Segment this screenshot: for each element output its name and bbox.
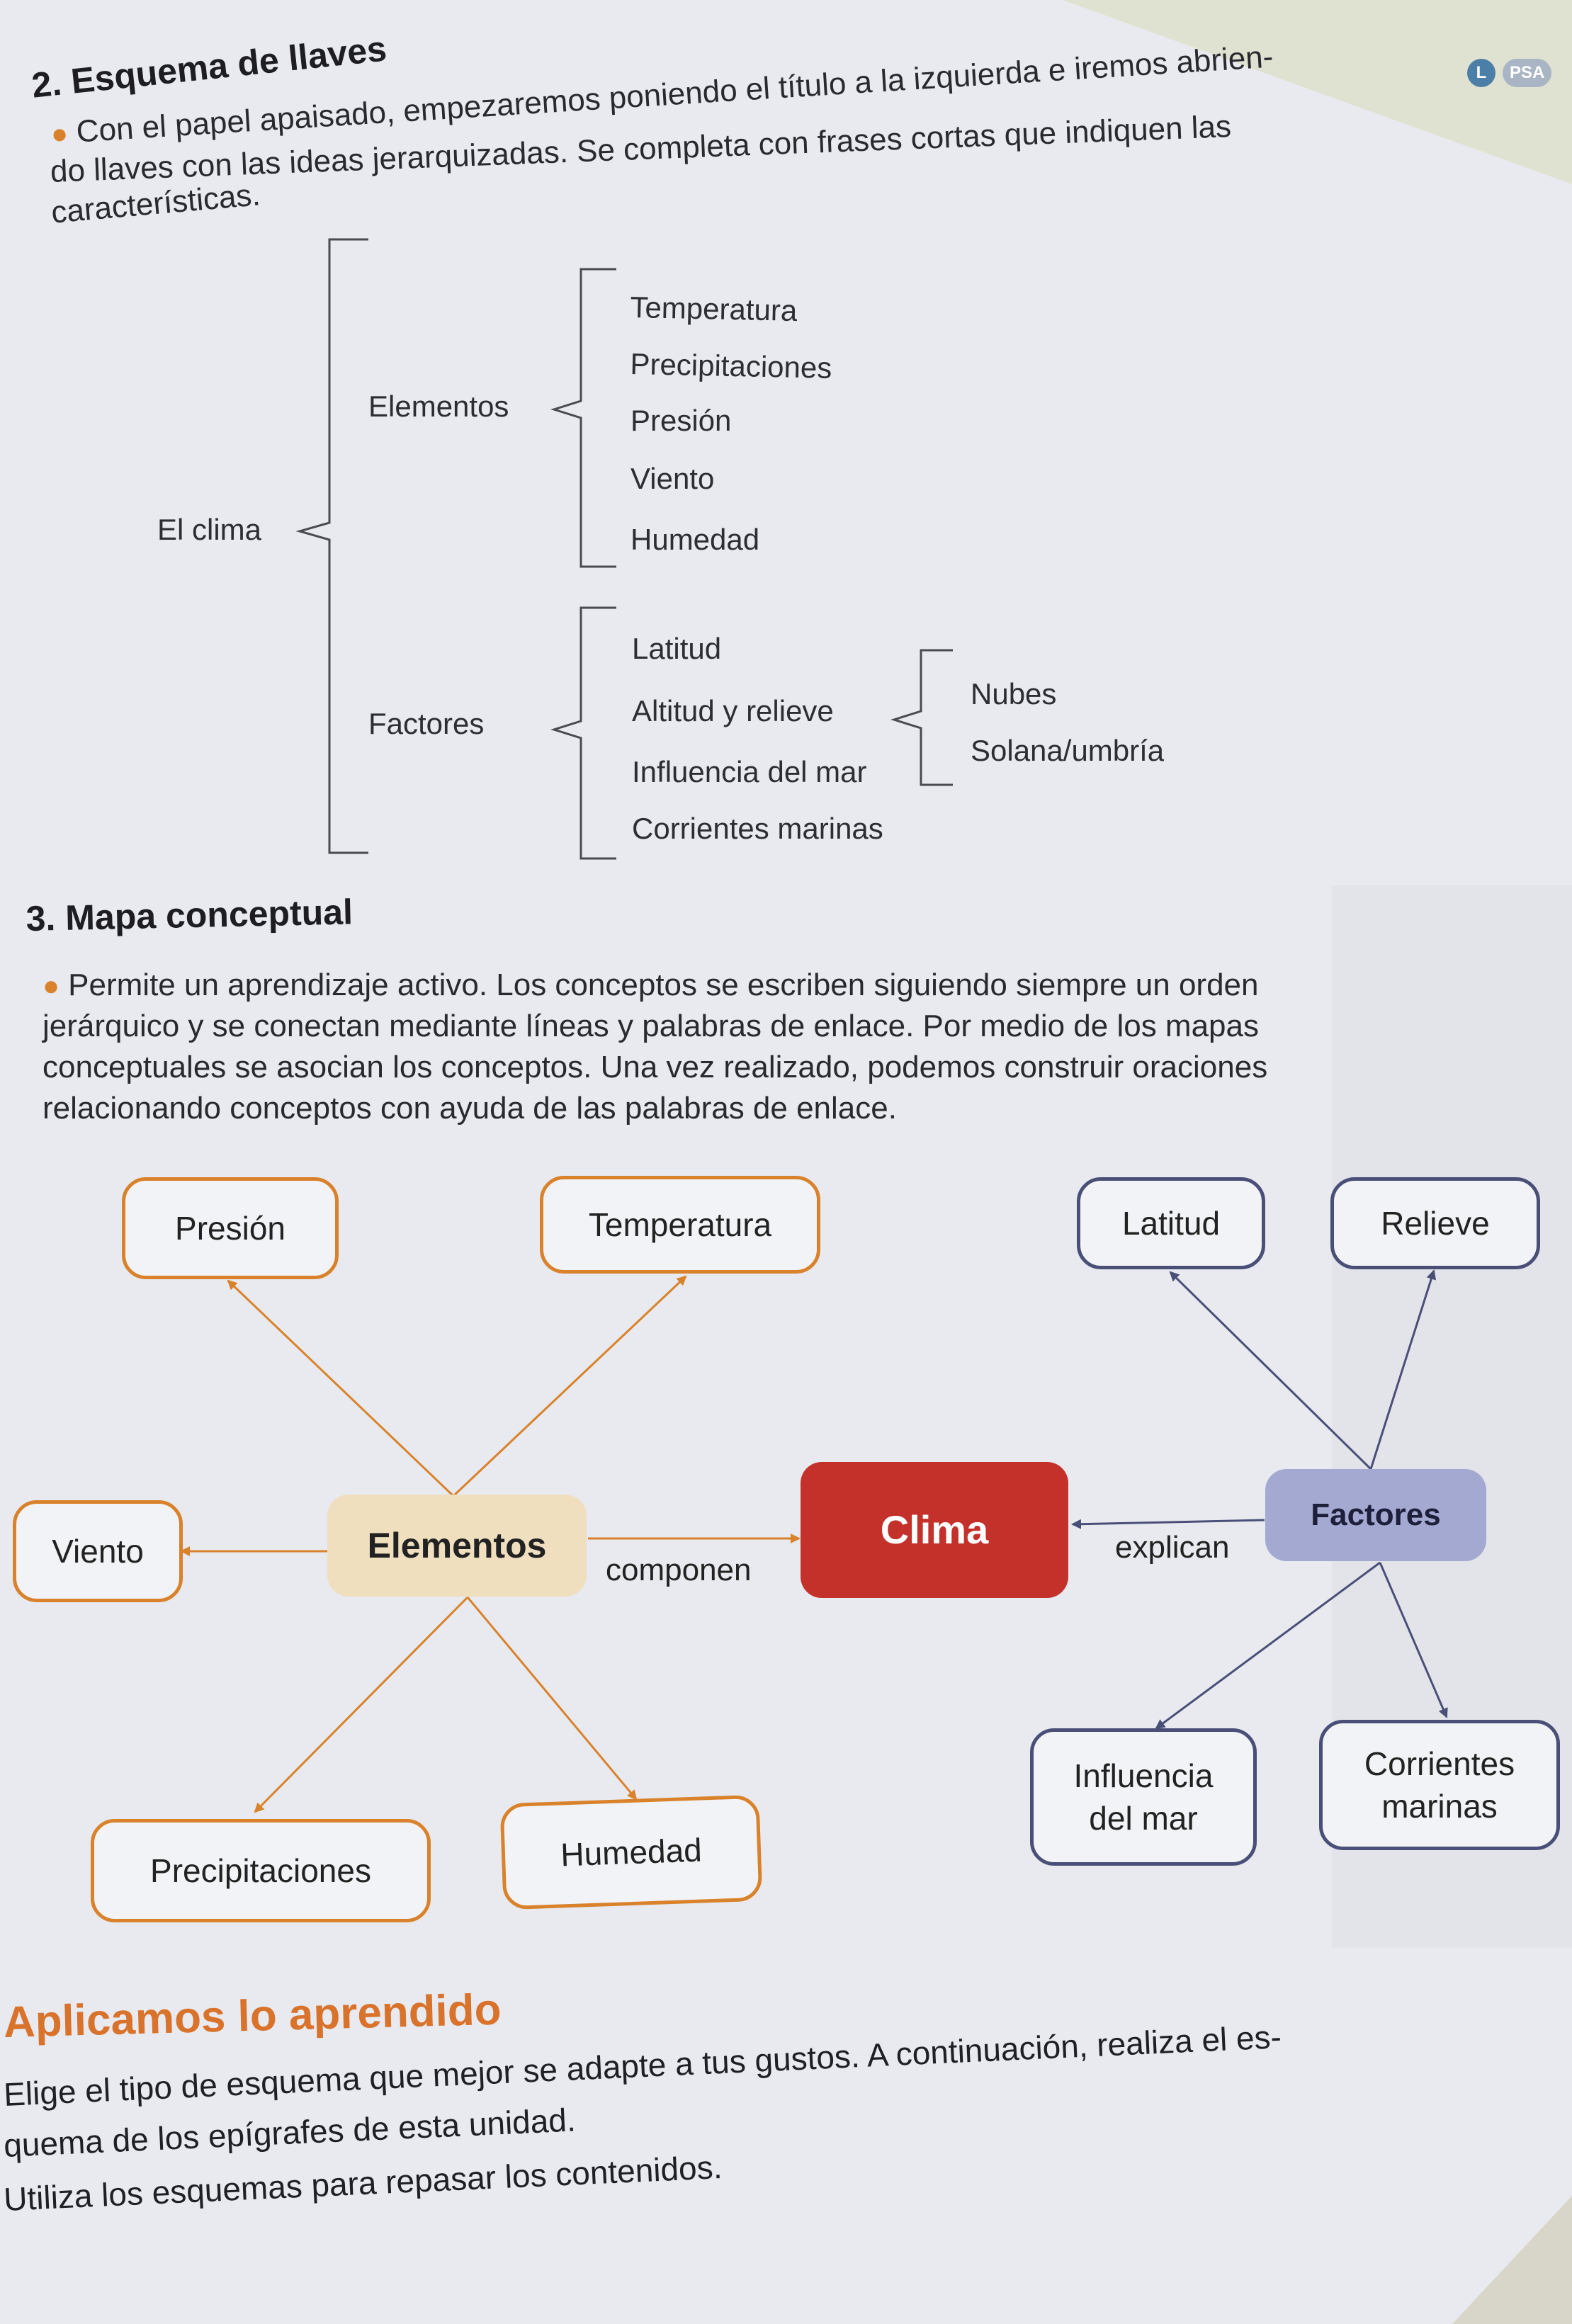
brace-root-label: El clima xyxy=(157,513,262,546)
concept-node-latitud: Latitud xyxy=(1077,1177,1265,1269)
brace-item-altitud: Altitud y relieve xyxy=(632,694,834,727)
brace-item-influencia: Influencia del mar xyxy=(632,755,867,788)
concept-node-corrientes: Corrientes marinas xyxy=(1319,1720,1560,1850)
brace-item-corrientes: Corrientes marinas xyxy=(632,812,883,845)
section-3-line-4: relacionando conceptos con ayuda de las … xyxy=(43,1091,897,1126)
concept-node-relieve: Relieve xyxy=(1330,1177,1540,1269)
concept-node-presion: Presión xyxy=(122,1177,339,1279)
section-3-title: Mapa conceptual xyxy=(64,892,354,938)
bullet-icon: ● xyxy=(43,970,60,1002)
link-label-explican: explican xyxy=(1115,1530,1230,1565)
section-3-heading: 3.Mapa conceptual xyxy=(26,891,353,939)
brace-item-latitud: Latitud xyxy=(632,632,722,665)
concept-node-corrientes-line-2: marinas xyxy=(1381,1788,1498,1825)
concept-node-influencia-line-1: Influencia xyxy=(1073,1757,1214,1794)
concept-node-clima: Clima xyxy=(801,1462,1068,1598)
brace-item-temperatura: Temperatura xyxy=(630,290,798,327)
section-3-number: 3. xyxy=(26,898,56,939)
brace-item-presion: Presión xyxy=(631,404,732,437)
concept-node-viento: Viento xyxy=(13,1500,183,1602)
badge-text: PSA xyxy=(1503,59,1552,87)
section-3-line-3: conceptuales se asocian los conceptos. U… xyxy=(43,1050,1268,1084)
brace-branch-elementos: Elementos xyxy=(368,390,509,423)
concept-node-influencia: Influencia del mar xyxy=(1030,1728,1257,1866)
concept-node-temperatura: Temperatura xyxy=(540,1176,820,1274)
brace-item-humedad: Humedad xyxy=(631,523,760,556)
concept-node-factores: Factores xyxy=(1265,1469,1486,1561)
link-label-componen: componen xyxy=(606,1553,752,1587)
unit-badge: L PSA xyxy=(1467,55,1566,91)
brace-item-precipitaciones: Precipitaciones xyxy=(630,347,832,385)
concept-node-precipitaciones: Precipitaciones xyxy=(91,1819,431,1922)
concept-map-connectors xyxy=(180,1269,1448,1813)
section-3-line-2: jerárquico y se conectan mediante líneas… xyxy=(43,1009,1259,1043)
brace-lines xyxy=(295,238,953,860)
badge-letter: L xyxy=(1467,59,1495,87)
brace-branch-factores: Factores xyxy=(368,707,485,740)
concept-node-elementos: Elementos xyxy=(327,1495,587,1597)
section-3-line-1: ●Permite un aprendizaje activo. Los conc… xyxy=(43,968,1259,1002)
concept-node-corrientes-line-1: Corrientes xyxy=(1364,1745,1515,1782)
brace-item-viento: Viento xyxy=(631,462,715,495)
brace-sub-item-nubes: Nubes xyxy=(971,677,1057,710)
brace-sub-item-solana: Solana/umbría xyxy=(971,734,1165,767)
concept-node-humedad: Humedad xyxy=(499,1794,763,1910)
concept-node-influencia-line-2: del mar xyxy=(1089,1800,1198,1837)
